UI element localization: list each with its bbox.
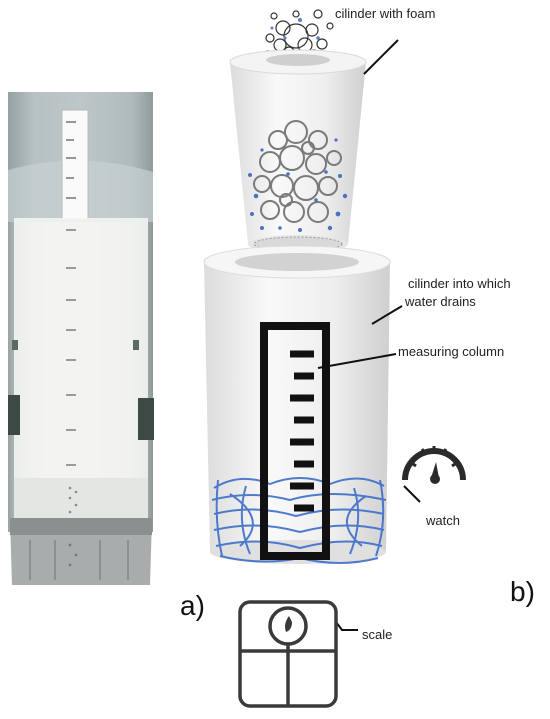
- label-panel-b: b): [510, 576, 535, 607]
- label-drain-cylinder-line2: water drains: [405, 294, 476, 309]
- label-scale: scale: [362, 627, 393, 642]
- photo-column: [8, 92, 154, 585]
- foam-cylinder: [229, 49, 367, 253]
- scale-icon: [238, 600, 338, 708]
- pointer-lines: [317, 39, 421, 631]
- label-drain-cylinder-line1: cilinder into which: [408, 276, 511, 291]
- label-foam-cylinder: cilinder with foam: [335, 6, 436, 21]
- drain-cylinder: [203, 245, 391, 564]
- label-watch: watch: [426, 513, 460, 528]
- label-panel-a: a): [180, 590, 205, 621]
- watch-icon: [402, 446, 466, 484]
- label-measuring-column: measuring column: [398, 344, 505, 359]
